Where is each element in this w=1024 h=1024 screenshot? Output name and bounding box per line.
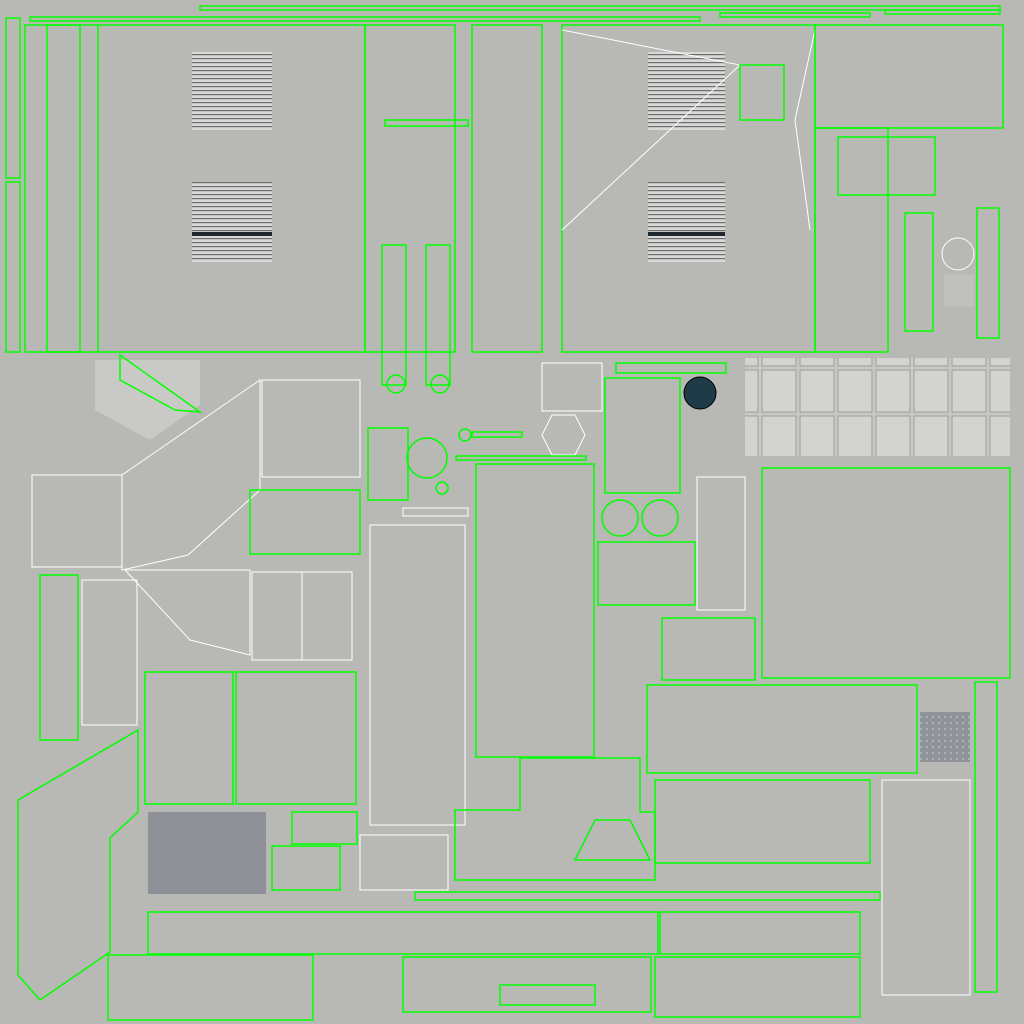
- small-stairs: [271, 811, 449, 891]
- props: [367, 362, 727, 537]
- facade-window-column: [471, 24, 543, 353]
- metal-panels: [144, 463, 971, 996]
- facade-left: [24, 24, 366, 353]
- ramp-area: [31, 353, 361, 741]
- facade-right: [561, 24, 1004, 353]
- left-strips: [5, 17, 21, 353]
- bottom-strips: [17, 681, 998, 1021]
- block-row: [745, 358, 1011, 679]
- top-strips: [29, 5, 1001, 22]
- facade-middle: [364, 24, 469, 394]
